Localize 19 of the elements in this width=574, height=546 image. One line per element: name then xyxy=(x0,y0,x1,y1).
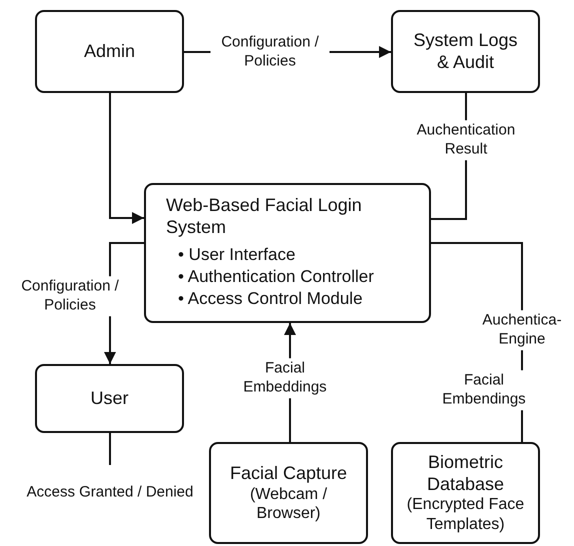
box-subtitle: (Encrypted Face Templates) xyxy=(406,495,526,534)
process-box xyxy=(35,10,184,93)
process-box xyxy=(144,183,431,323)
process-box xyxy=(35,364,184,433)
box-title: System Logs & Audit xyxy=(412,30,519,74)
bullet-item: • Access Control Module xyxy=(178,288,364,310)
box-title: Facial Capture xyxy=(228,463,348,485)
box-title: Web-Based Facial Login System xyxy=(166,195,363,238)
box-title: Admin xyxy=(82,40,136,62)
process-box xyxy=(209,442,368,544)
arrow xyxy=(109,93,144,224)
connector-line xyxy=(109,433,111,465)
bullet-item: • User Interface xyxy=(178,244,296,266)
bullet-item: • Authentication Controller xyxy=(178,266,374,288)
box-title: Biometric Database xyxy=(426,452,506,496)
process-box xyxy=(391,10,540,93)
box-title: User xyxy=(89,388,130,410)
box-subtitle: (Webcam / Browser) xyxy=(248,484,328,523)
process-box xyxy=(391,442,540,544)
